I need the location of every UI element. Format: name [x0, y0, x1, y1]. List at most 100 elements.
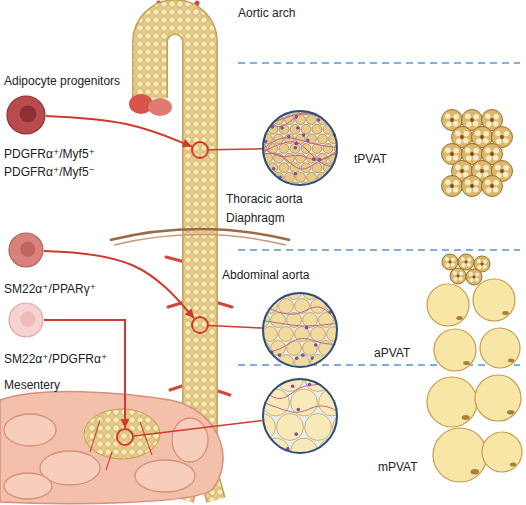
adipocyte — [323, 144, 333, 154]
region-label: Abdominal aorta — [222, 268, 309, 282]
adipocyte — [303, 341, 318, 356]
adipocyte — [312, 182, 322, 192]
adipocyte — [334, 124, 344, 134]
adipocyte — [249, 365, 276, 392]
nucleus-dot — [306, 139, 310, 143]
progenitor-cell: PDGFRα⁺/Myf5⁺PDGFRα⁺/Myf5⁻ — [6, 95, 46, 135]
marker-label: PDGFRα⁺/Myf5⁺ — [4, 147, 95, 161]
nucleus-dot — [295, 432, 299, 436]
adipocyte — [301, 124, 311, 134]
adipocyte — [333, 365, 360, 392]
nucleus-dot — [314, 343, 318, 347]
site-marker: Thoracic aorta — [191, 141, 209, 159]
pvat-label: aPVAT — [374, 346, 410, 360]
marker-label: SM22α⁺/PPARγ⁺ — [4, 282, 96, 296]
site-marker: Abdominal aorta — [191, 316, 209, 334]
nucleus-dot — [272, 167, 276, 171]
region-divider — [238, 249, 520, 251]
adipocyte — [271, 313, 286, 328]
white-adipocyte — [433, 428, 487, 482]
adipocyte — [287, 341, 302, 356]
brown-adipocyte — [482, 176, 503, 197]
mesenteric-vessel — [90, 420, 100, 452]
white-adipocyte — [427, 377, 477, 427]
adipocyte — [334, 182, 344, 192]
marker-label: SM22α⁺/PDGFRα⁺ — [4, 352, 107, 366]
nucleus-dot — [266, 292, 270, 296]
lineage-arrow — [44, 320, 125, 428]
intestine — [0, 392, 223, 504]
adipocyte — [279, 144, 289, 154]
zoom-circle: aPVAT — [262, 292, 338, 368]
mesenteric-vessel — [106, 452, 112, 470]
node-shape — [262, 378, 338, 454]
adipocyte — [319, 438, 346, 465]
lineage-arrow — [46, 116, 192, 147]
adipocyte — [277, 365, 304, 392]
adipocyte — [307, 134, 317, 144]
region-label: Thoracic aorta — [226, 192, 303, 206]
collagen-fiber — [262, 142, 338, 167]
nucleus-dot — [294, 115, 298, 119]
adipocyte — [335, 369, 350, 384]
region-divider — [238, 364, 520, 366]
intestine-loop — [4, 414, 56, 446]
adipocyte — [334, 163, 344, 173]
brown-adipocyte — [442, 254, 458, 270]
diaphragm — [114, 235, 286, 246]
adipocyte — [335, 285, 350, 300]
adipocyte — [319, 369, 334, 384]
node-shape — [6, 95, 46, 135]
adipocyte — [307, 115, 317, 125]
adipocyte — [327, 355, 342, 370]
adipocyte — [290, 124, 300, 134]
pvat-label: mPVAT — [378, 460, 418, 474]
node-shape — [8, 302, 44, 338]
collagen-fiber — [262, 321, 338, 326]
adipocyte — [271, 341, 286, 356]
adipocyte — [319, 285, 334, 300]
adipocyte — [255, 369, 270, 384]
collagen-fiber — [262, 153, 338, 169]
white-adipocyte — [427, 284, 469, 326]
tissue-zoom — [257, 105, 344, 192]
adipocyte — [249, 414, 276, 441]
region-divider — [238, 62, 520, 64]
anatomy-label: Diaphragm — [226, 211, 285, 225]
adipocyte — [271, 369, 286, 384]
anatomy-label: Aortic arch — [238, 6, 295, 20]
nucleus-dot — [262, 302, 266, 306]
node-shape — [262, 110, 338, 186]
nucleus-dot — [278, 353, 282, 357]
adipocyte — [257, 105, 267, 115]
nucleus-dot — [310, 356, 314, 360]
adipocyte — [257, 163, 267, 173]
nucleus-dot — [294, 146, 298, 150]
nucleus-dot — [308, 383, 312, 387]
brown-adipocyte — [450, 268, 466, 284]
node-shape — [262, 292, 338, 368]
adipocyte — [329, 172, 339, 182]
collagen-fiber — [262, 338, 338, 353]
adipocyte — [327, 327, 342, 342]
adipocyte — [279, 327, 294, 342]
collagen-fiber — [262, 112, 338, 128]
white-adipocyte — [475, 375, 521, 421]
nucleus-dot — [317, 118, 321, 122]
pvat-label: tPVAT — [354, 152, 387, 166]
adipocyte — [268, 182, 278, 192]
nucleus-dot — [296, 126, 300, 130]
zoom-circle: tPVAT — [262, 110, 338, 186]
adipocyte — [329, 115, 339, 125]
adipocyte — [263, 172, 273, 182]
adipocyte — [319, 389, 346, 416]
adipocyte — [285, 172, 295, 182]
tissue-zoom — [249, 365, 360, 465]
intestine-loop — [4, 473, 52, 499]
site-marker: Mesentery — [116, 428, 134, 446]
adipocyte — [279, 163, 289, 173]
heart — [148, 98, 172, 116]
marker-label: PDGFRα⁺/Myf5⁻ — [4, 165, 95, 179]
adipocyte — [334, 105, 344, 115]
